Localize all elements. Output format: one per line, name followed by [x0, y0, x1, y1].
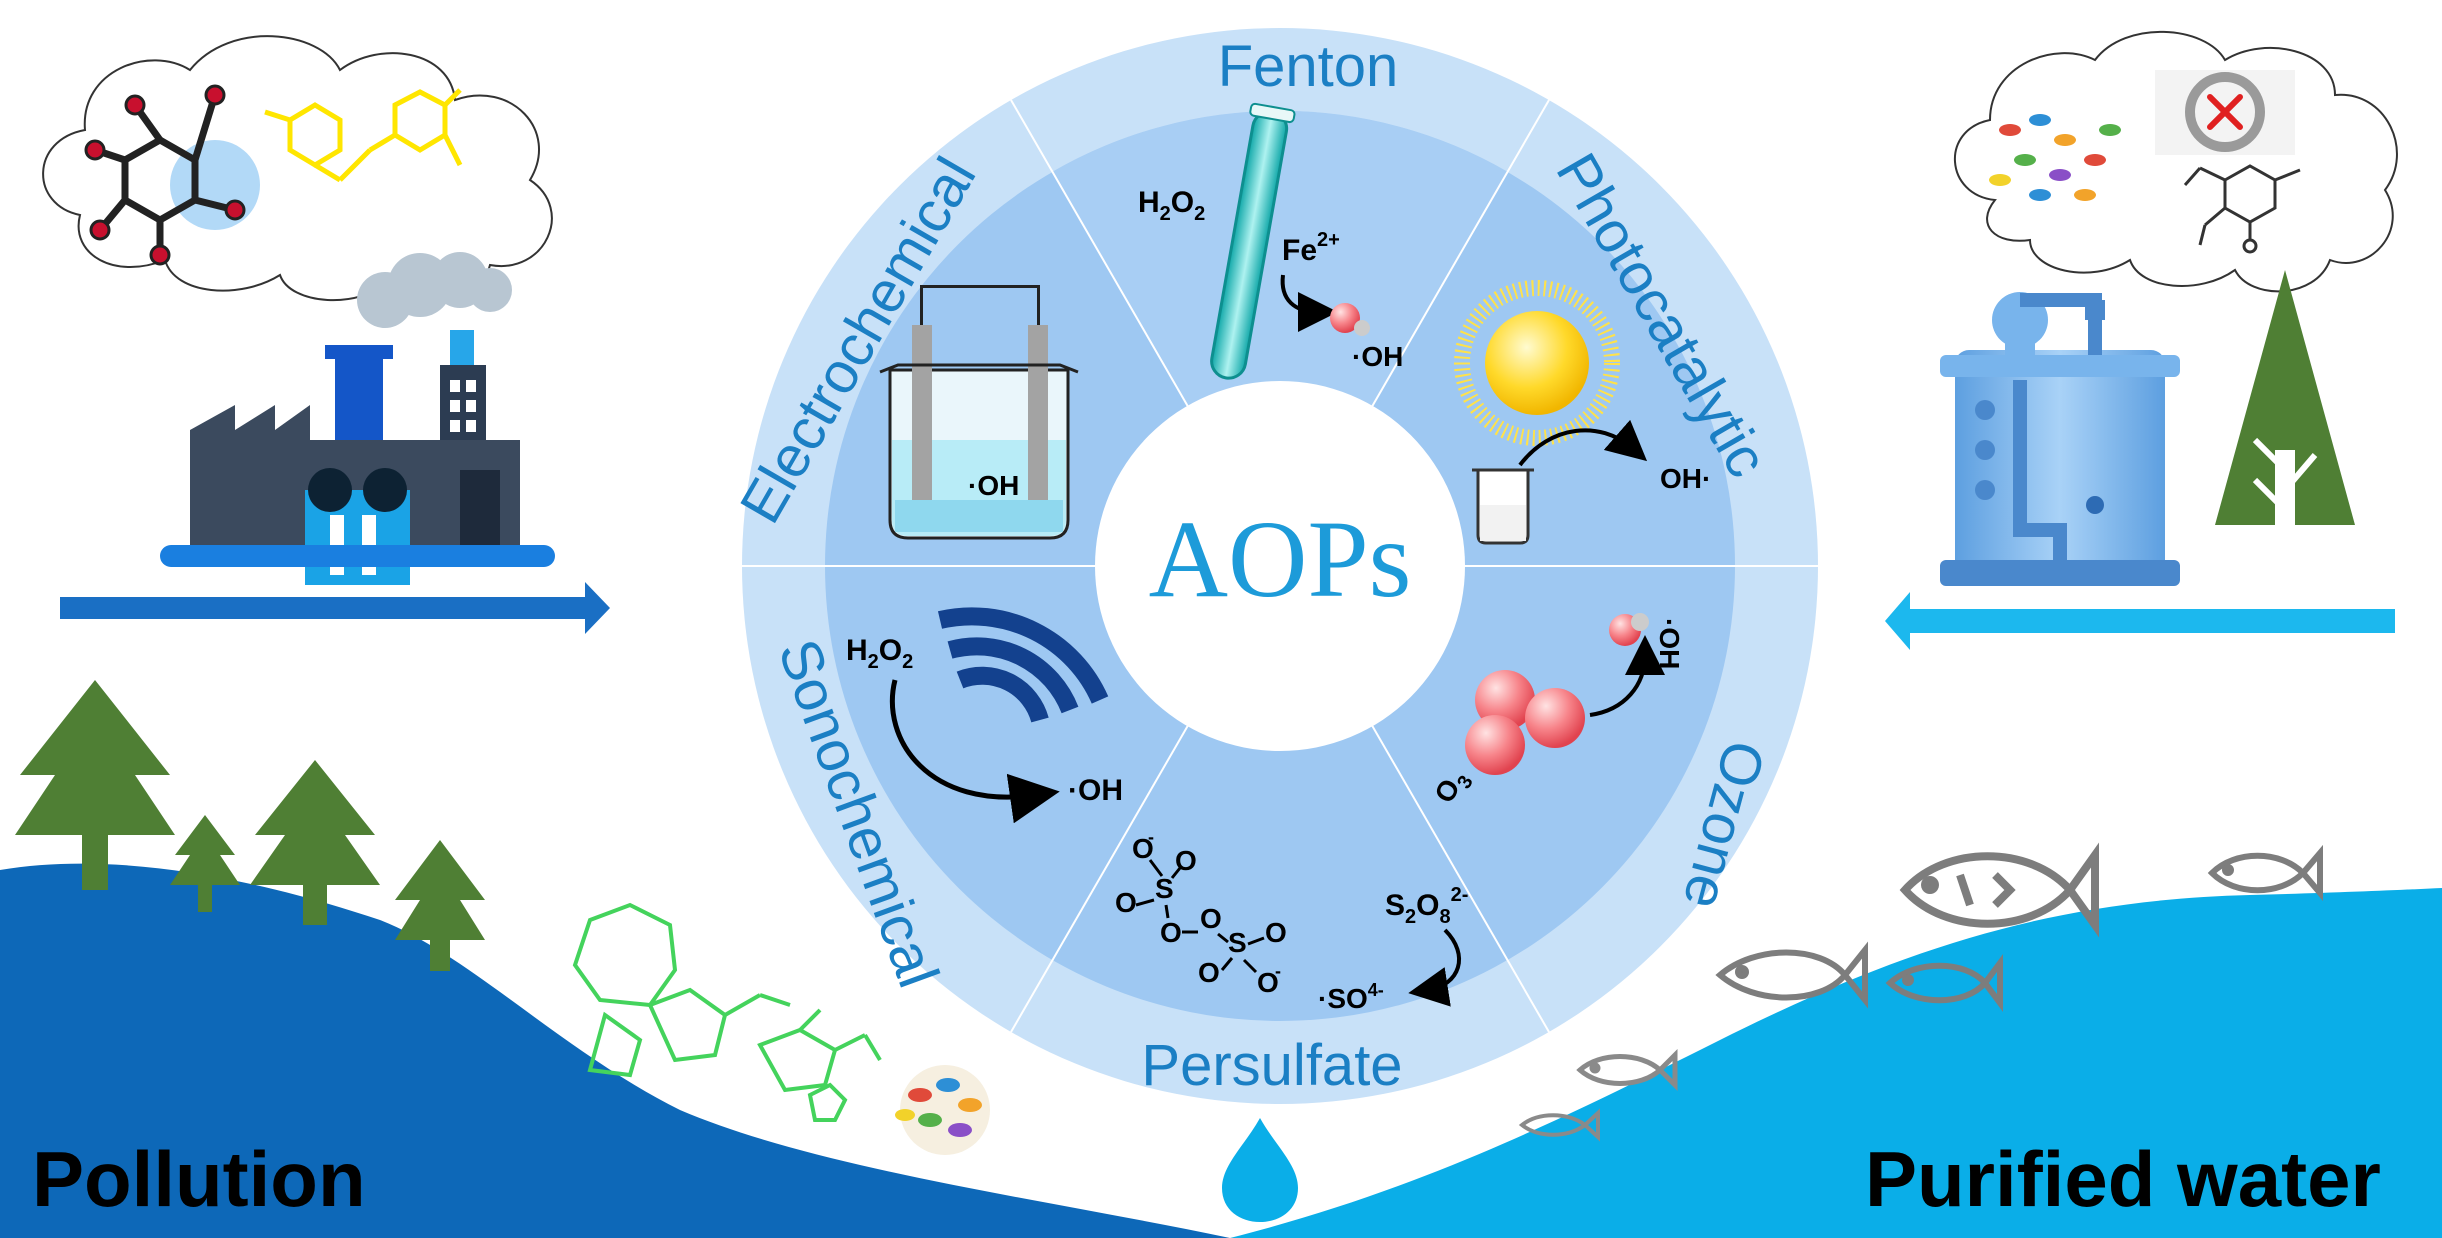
fish-icon	[1518, 1108, 1600, 1142]
flow-arrow-right	[60, 582, 610, 634]
beaker-icon	[1472, 468, 1534, 545]
left-polluted-water	[0, 863, 1230, 1238]
persulfate-molecule-icon: O- O O S O O S O O O-	[1115, 827, 1287, 998]
svg-text:S: S	[1155, 873, 1174, 904]
fish-icon	[1885, 954, 2003, 1012]
tree-icon	[15, 680, 175, 890]
center-disc	[1095, 381, 1465, 751]
molecule-icon	[2183, 164, 2301, 254]
tree-icon	[395, 840, 485, 971]
oh-radical-ozone: ·OH	[1654, 618, 1685, 669]
svg-text:S: S	[1228, 927, 1247, 958]
purified-water-label: Purified water	[1865, 1135, 2381, 1223]
radical-ball-icon	[1631, 613, 1649, 631]
sun-icon	[1454, 280, 1620, 446]
radical-ball-icon	[1354, 320, 1370, 336]
reaction-arrow	[1518, 419, 1648, 467]
svg-text:O: O	[1115, 887, 1137, 918]
fish-icon	[2207, 844, 2323, 902]
fe-ion-label: Fe2+	[1282, 229, 1340, 267]
water-drop-icon	[1222, 1118, 1298, 1222]
svg-text:-: -	[1148, 827, 1154, 847]
reaction-arrow	[1280, 274, 1338, 332]
test-tube-icon	[1210, 102, 1296, 380]
h2o2-label: H2O2	[1138, 186, 1205, 225]
flow-arrow-left	[1885, 592, 2395, 650]
ozone-molecule-icon	[1465, 670, 1585, 775]
reaction-arrow	[889, 679, 1060, 824]
treated-pollutant-cloud	[1953, 30, 2398, 293]
oh-radical-photo: OH·	[1660, 463, 1711, 494]
pill-pile-icon	[895, 1065, 990, 1155]
s2o8-label: S2O82-	[1385, 884, 1468, 928]
macrolide-molecule-icon	[572, 902, 882, 1122]
reaction-arrow	[1589, 635, 1665, 717]
fish-icon	[1715, 941, 1868, 1009]
cancel-icon	[2185, 72, 2265, 152]
svg-text:O: O	[1265, 917, 1287, 948]
fish-icon	[1899, 842, 2099, 938]
svg-text:O: O	[1198, 957, 1220, 988]
segment-label-persulfate: Persulfate	[1141, 1033, 1402, 1098]
svg-text:O: O	[1160, 917, 1182, 948]
so4-radical-label: ·SO4-	[1318, 980, 1384, 1014]
h2o2-label-sono: H2O2	[846, 634, 913, 673]
fish-icon	[1576, 1048, 1678, 1092]
radical-ball-icon	[1330, 303, 1360, 333]
pollutant-cloud	[42, 35, 553, 302]
svg-text:O: O	[1257, 967, 1279, 998]
center-title: AOPs	[1149, 498, 1412, 620]
sulfonamide-molecule-icon	[264, 88, 463, 183]
oh-radical-sono: ·OH	[1068, 774, 1123, 807]
svg-text:O: O	[1175, 845, 1197, 876]
pill-pile-icon	[1989, 114, 2121, 201]
svg-text:O: O	[1132, 833, 1154, 864]
svg-text:-: -	[1275, 961, 1281, 981]
right-clean-water	[1230, 888, 2442, 1238]
svg-text:O: O	[1200, 903, 1222, 934]
electrolysis-beaker-icon	[879, 285, 1079, 540]
segment-label-fenton: Fenton	[1218, 34, 1399, 99]
oh-radical-fenton: ·OH	[1352, 341, 1403, 372]
tree-icon	[250, 760, 380, 925]
factory-icon	[160, 252, 555, 585]
tree-icon	[2215, 270, 2355, 590]
oh-radical-electro: ·OH	[968, 470, 1019, 501]
water-tank-icon	[1940, 292, 2180, 586]
reaction-arrow	[1408, 928, 1462, 1007]
tree-icon	[170, 815, 240, 912]
ultrasound-waves-icon	[937, 607, 1109, 723]
pollution-label: Pollution	[32, 1135, 366, 1223]
